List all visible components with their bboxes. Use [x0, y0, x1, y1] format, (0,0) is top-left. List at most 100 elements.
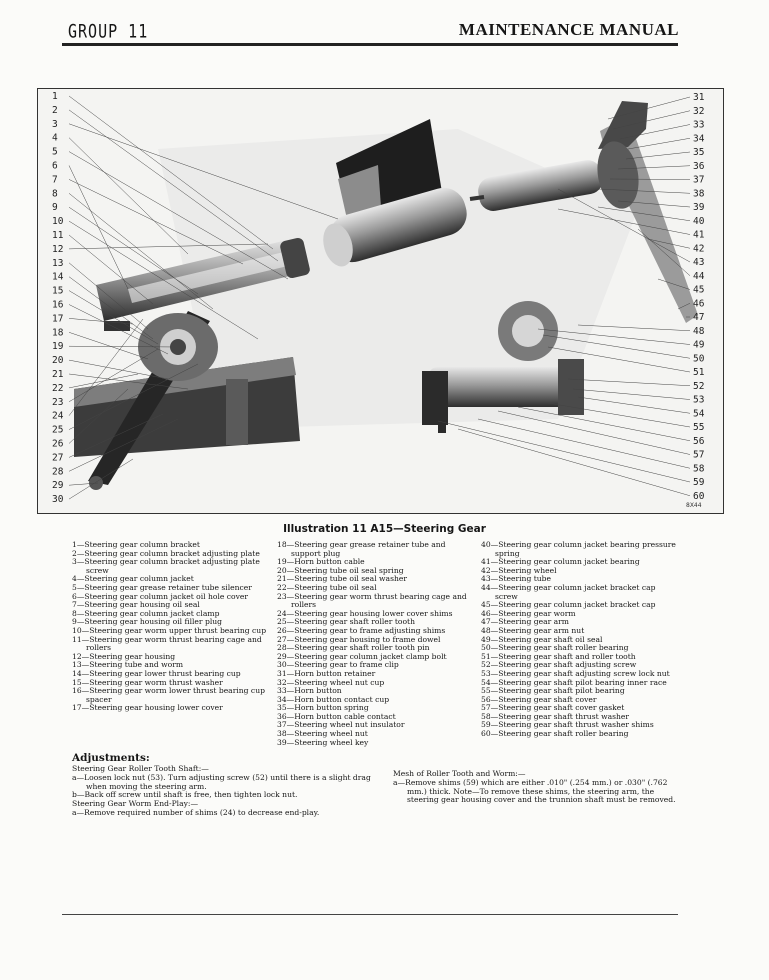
header-group-label: GROUP 11	[68, 20, 149, 43]
callout-number: 1	[52, 91, 58, 102]
callout-leader-line	[68, 137, 189, 255]
callout-number: 2	[52, 105, 58, 116]
illustration-drawing: 8X44 12345678910111213141516171819202122…	[52, 91, 705, 509]
callout-leader-line	[517, 406, 691, 441]
legend-item: 13—Steering tube and worm	[72, 660, 184, 670]
legend-item: 55—Steering gear shaft pilot bearing	[481, 686, 625, 696]
callout-leader-line	[572, 388, 691, 400]
callout-leader-line	[577, 396, 691, 414]
callout-number: 13	[52, 258, 63, 269]
callout-number: 38	[693, 188, 705, 199]
callout-number: 51	[693, 367, 705, 378]
figure-code: 8X44	[686, 502, 702, 509]
adjustment-heading: Mesh of Roller Tooth and Worm:—	[393, 769, 526, 778]
callout-leader-line	[577, 324, 691, 331]
callout-number: 58	[693, 463, 705, 474]
callout-leader-line	[677, 303, 691, 310]
legend-item: 11—Steering gear worm thrust bearing cag…	[72, 634, 262, 653]
callout-number: 14	[52, 272, 64, 283]
legend-item: 52—Steering gear shaft adjusting screw	[481, 660, 637, 670]
callout-leader-line	[68, 332, 149, 360]
adjustment-heading: Steering Gear Roller Tooth Shaft:—	[72, 764, 209, 773]
callout-leader-line	[68, 348, 159, 403]
legend-item: 20—Steering tube oil seal spring	[277, 565, 404, 575]
legend-item: 23—Steering gear worm thrust bearing cag…	[277, 591, 467, 610]
legend-item: 3—Steering gear column bracket adjusting…	[72, 557, 260, 575]
callout-number: 16	[52, 300, 64, 311]
legend-item: 17—Steering gear housing lower cover	[72, 703, 223, 713]
legend-item: 48—Steering gear arm nut	[481, 625, 585, 635]
callout-number: 55	[693, 422, 704, 433]
callout-number: 4	[52, 133, 58, 144]
callout-leader-line	[557, 208, 691, 235]
legend-item: 41—Steering gear column jacket bearing	[481, 557, 640, 567]
callout-number: 44	[693, 271, 705, 282]
callout-leader-line	[68, 262, 149, 330]
legend-item: 33—Horn button	[277, 686, 342, 696]
callout-number: 3	[52, 119, 58, 130]
callout-leader-line	[497, 410, 691, 455]
legend-item: 29—Steering gear column jacket clamp bol…	[277, 651, 447, 661]
callout-leader-line	[68, 234, 154, 305]
callout-number: 54	[693, 408, 705, 419]
callout-number: 11	[52, 230, 64, 241]
legend-item: 43—Steering tube	[481, 574, 552, 584]
callout-number: 8	[52, 188, 58, 199]
callout-leader-line	[637, 228, 691, 276]
legend-item: 46—Steering gear worm	[481, 608, 576, 618]
callout-leader-line	[68, 179, 244, 265]
callout-number: 35	[693, 147, 704, 158]
callout-leader-line	[617, 200, 691, 208]
callout-number: 46	[693, 298, 705, 309]
adjustment-step: b—Back off screw until shaft is free, th…	[72, 790, 298, 800]
header-rule	[62, 43, 678, 46]
callout-number: 24	[52, 411, 64, 422]
callout-leader-line	[68, 318, 144, 416]
callout-number: 26	[52, 439, 64, 450]
callout-leader-line	[68, 418, 179, 472]
callout-leader-line	[647, 238, 691, 249]
callout-number: 22	[52, 383, 63, 394]
callout-number: 29	[52, 480, 64, 491]
callout-number: 37	[693, 175, 704, 186]
callout-number: 9	[52, 202, 58, 213]
callout-leader-line	[68, 413, 164, 458]
callout-leader-line	[68, 373, 139, 389]
legend-item: 27—Steering gear housing to frame dowel	[277, 634, 441, 644]
callout-number: 32	[693, 106, 704, 117]
column-jacket-upper	[478, 160, 603, 211]
callout-number: 21	[52, 369, 64, 380]
legend-item: 8—Steering gear column jacket clamp	[72, 608, 220, 618]
callout-leader-line	[68, 359, 169, 380]
callout-leader-line	[627, 138, 691, 150]
legend-item: 14—Steering gear lower thrust bearing cu…	[72, 668, 241, 678]
legend-item: 60—Steering gear shaft roller bearing	[481, 729, 629, 739]
callout-leader-line	[68, 151, 289, 280]
callout-leader-line	[68, 363, 199, 430]
legend-item: 31—Horn button retainer	[277, 668, 376, 678]
legend-item: 7—Steering gear housing oil seal	[72, 600, 200, 610]
callout-leader-line	[457, 428, 691, 496]
callout-number: 6	[52, 161, 58, 172]
header-manual-title: MAINTENANCE MANUAL	[458, 20, 679, 39]
footer-rule	[62, 914, 678, 915]
legend-item: 50—Steering gear shaft roller bearing	[481, 643, 629, 653]
legend-item: 25—Steering gear shaft roller tooth	[277, 617, 415, 627]
callout-number: 45	[693, 285, 704, 296]
legend-item: 51—Steering gear shaft and roller tooth	[481, 651, 636, 661]
legend-item: 59—Steering gear shaft thrust washer shi…	[481, 720, 654, 730]
callout-leader-line	[68, 123, 339, 220]
callout-leader-line	[477, 418, 691, 469]
callout-leader-line	[68, 193, 214, 310]
callout-leader-line	[68, 95, 274, 250]
callout-number: 59	[693, 477, 705, 488]
callout-leader-line	[537, 328, 691, 345]
legend-item: 54—Steering gear shaft pilot bearing inn…	[481, 677, 667, 687]
callout-number: 15	[52, 286, 63, 297]
callout-leader-line	[557, 188, 691, 263]
figure-caption: Illustration 11 A15—Steering Gear	[283, 523, 486, 535]
callout-number: 47	[693, 312, 704, 323]
adjustment-step: a—Loosen lock nut (53). Turn adjusting s…	[72, 772, 371, 791]
callout-number: 7	[52, 174, 58, 185]
callout-leader-line	[68, 388, 129, 444]
